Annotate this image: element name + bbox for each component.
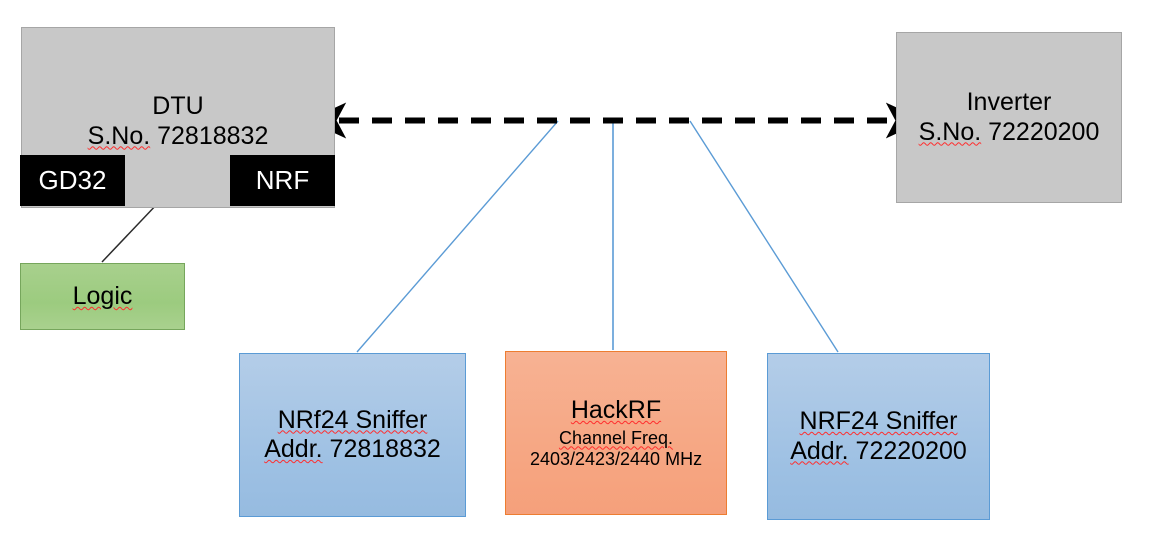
sniffer-right-title: NRF24 Sniffer bbox=[799, 407, 958, 435]
gd32-label: GD32 bbox=[38, 165, 107, 196]
sniffer-left-node[interactable]: NRf24 Sniffer Addr. 72818832 bbox=[239, 353, 466, 517]
sniffer-right-node[interactable]: NRF24 Sniffer Addr. 72220200 bbox=[767, 353, 990, 520]
sniffer-right-address: Addr. 72220200 bbox=[790, 437, 967, 467]
logic-node[interactable]: Logic bbox=[20, 263, 185, 330]
sniffer-right-address-prefix: Addr. bbox=[790, 436, 849, 465]
nrf-node[interactable]: NRF bbox=[230, 155, 335, 206]
dtu-serial-prefix: S.No. bbox=[87, 121, 151, 150]
sniffer-left-to-rf-link bbox=[356, 120, 559, 353]
dtu-serial: S.No. 72818832 bbox=[88, 122, 269, 152]
dtu-serial-value: 72818832 bbox=[157, 121, 269, 150]
sniffer-left-address: Addr. 72818832 bbox=[264, 435, 441, 465]
logic-label: Logic bbox=[72, 281, 133, 310]
sniffer-left-address-value: 72818832 bbox=[329, 435, 441, 463]
sniffer-left-address-prefix: Addr. bbox=[264, 435, 323, 463]
sniffer-right-to-rf-link bbox=[689, 120, 839, 353]
hackrf-channel-label: Channel Freq. bbox=[558, 427, 674, 448]
gd32-node[interactable]: GD32 bbox=[20, 155, 125, 206]
hackrf-node[interactable]: HackRF Channel Freq. 2403/2423/2440 MHz bbox=[505, 351, 727, 515]
inverter-serial: S.No. 72220200 bbox=[919, 118, 1100, 148]
hackrf-title: HackRF bbox=[570, 396, 662, 425]
inverter-serial-value: 72220200 bbox=[988, 117, 1100, 146]
dtu-title: DTU bbox=[152, 92, 204, 120]
inverter-node[interactable]: Inverter S.No. 72220200 bbox=[896, 32, 1122, 203]
inverter-title: Inverter bbox=[966, 88, 1052, 116]
inverter-serial-prefix: S.No. bbox=[918, 117, 982, 146]
nrf-label: NRF bbox=[255, 165, 310, 196]
hackrf-channel-frequencies: 2403/2423/2440 MHz bbox=[529, 448, 703, 469]
sniffer-right-address-value: 72220200 bbox=[855, 436, 967, 465]
sniffer-left-title: NRf24 Sniffer bbox=[277, 405, 428, 434]
